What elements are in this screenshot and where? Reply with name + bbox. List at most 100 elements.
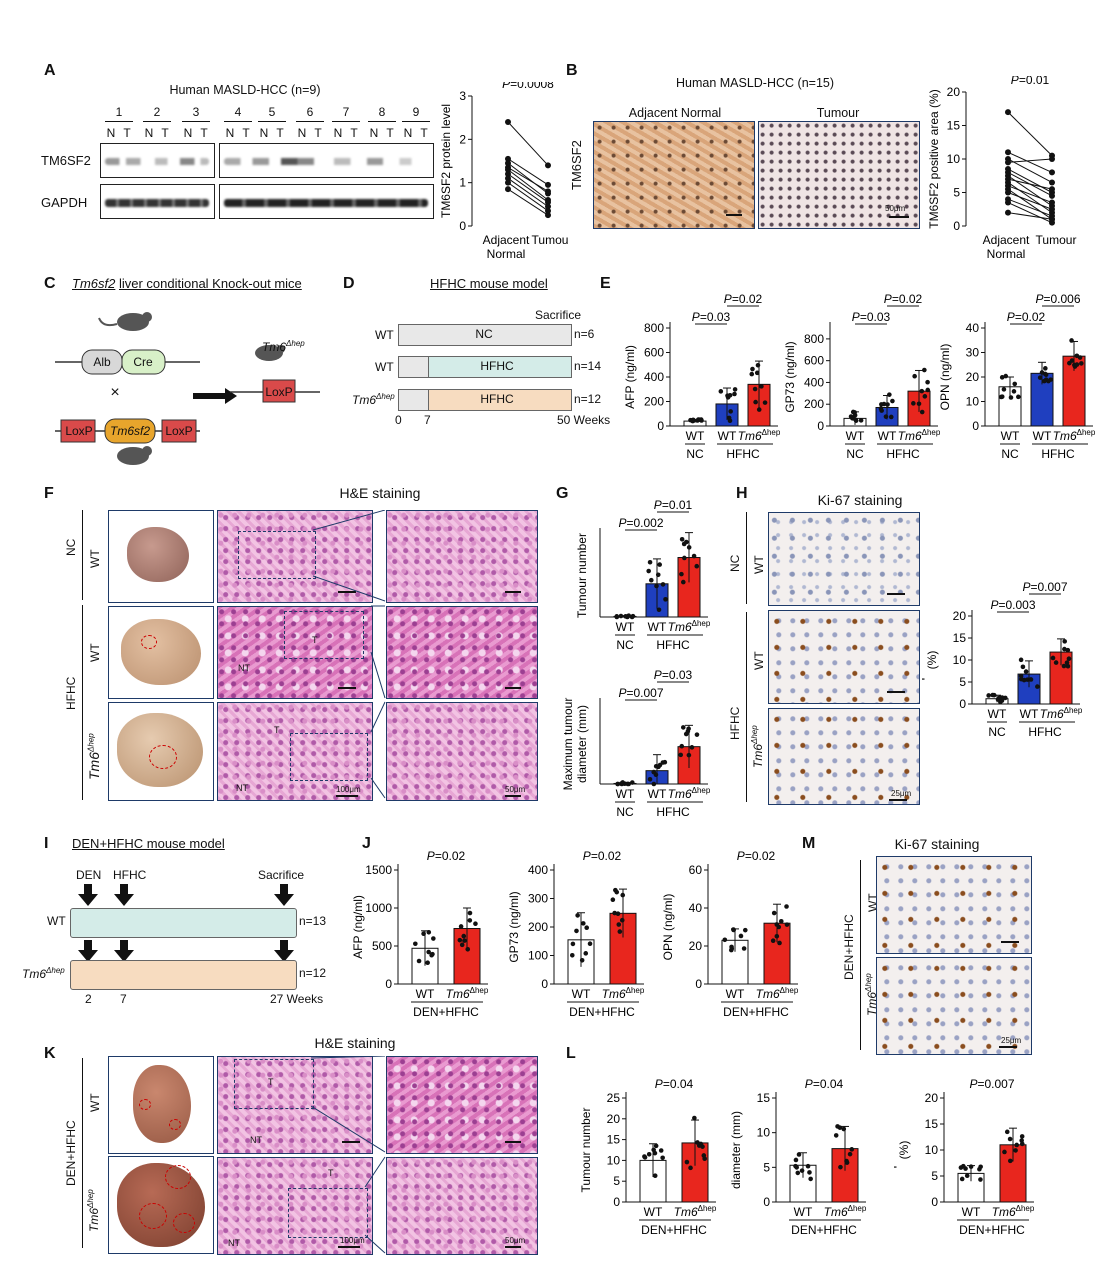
y-tick-label: 400 [528, 863, 548, 877]
panel-b-col-tumour: Tumour [816, 106, 860, 120]
data-point [545, 181, 551, 188]
d-row1-n: n=6 [574, 327, 595, 341]
data-point [505, 186, 511, 193]
panel-c-title: Tm6sf2 liver conditional Knock-out mice [72, 276, 302, 291]
paired-line [1007, 192, 1053, 210]
d-tick-7: 7 [424, 413, 431, 427]
data-point [1049, 169, 1055, 176]
d-row2-label: WT [375, 360, 394, 374]
tm6sf2-label: Tm6sf2 [109, 424, 151, 438]
data-point [431, 936, 436, 941]
paired-line [1007, 158, 1053, 183]
he-nt-label-2: NT [236, 783, 248, 793]
p-value: P=0.006 [1035, 292, 1080, 306]
data-point [686, 726, 691, 732]
lane-number: 7 [342, 105, 350, 119]
f-row-tm6: Tm6Δhep [86, 733, 102, 780]
data-point [505, 179, 511, 186]
data-point [1049, 192, 1055, 199]
d-row3-label-sup: Δhep [376, 392, 395, 401]
y-tick-label: 0 [931, 1195, 938, 1209]
y-axis-label: Maximum tumour [561, 698, 575, 791]
x-label-normal-2: Normal [987, 247, 1026, 261]
y-tick-label: 1000 [365, 901, 392, 915]
paired-line [1007, 212, 1053, 220]
group-label: HFHC [726, 447, 760, 461]
blot-tm6sf2-right [219, 143, 434, 178]
group-label: DEN+HFHC [791, 1223, 857, 1237]
data-point [858, 418, 864, 423]
data-point [793, 1157, 799, 1163]
data-point [610, 897, 616, 903]
data-point [679, 571, 684, 577]
data-point [849, 1147, 855, 1152]
panel-label-a: A [44, 62, 56, 79]
y-tick-label: 10 [953, 653, 967, 667]
data-point [545, 188, 551, 195]
data-point [731, 927, 736, 933]
data-point [759, 384, 764, 389]
data-point [1003, 373, 1009, 379]
i-row-tm6-bar [70, 960, 297, 990]
y-axis-label: Tumour number [575, 533, 589, 618]
p-value: P=0.03 [654, 668, 693, 682]
data-point [912, 373, 917, 379]
data-point [879, 408, 884, 413]
lane-number: 4 [234, 105, 242, 119]
data-point [1018, 673, 1024, 679]
d-row1-label: WT [375, 328, 394, 342]
data-point [425, 960, 430, 965]
data-point [778, 918, 784, 924]
panel-k-title: H&E staining [314, 1035, 396, 1051]
data-point [614, 614, 620, 620]
y-axis-label: GP73 (ng/ml) [507, 891, 521, 962]
y-axis-label: TM6SF2 positive area (%) [927, 89, 941, 228]
data-point [728, 409, 733, 414]
data-point [774, 933, 780, 939]
y-tick-label: 15 [925, 1117, 939, 1131]
x-tick-label: WT [988, 707, 1007, 721]
panel-f-title: H&E staining [339, 485, 421, 501]
data-point [545, 203, 551, 210]
h-row-wt-1: WT [752, 555, 766, 574]
data-point [691, 553, 697, 559]
data-point [793, 1163, 798, 1169]
data-point [750, 366, 755, 372]
data-point [752, 386, 758, 392]
data-point [619, 917, 625, 923]
y-axis-label: diameter (mm) [575, 705, 589, 783]
data-point [584, 925, 590, 931]
paired-line [1007, 111, 1053, 157]
lane-underline [258, 121, 286, 122]
data-point [465, 947, 471, 952]
y-axis-label: AFP (ng/ml) [623, 345, 637, 409]
panel-label-b: B [566, 62, 578, 79]
k-row-tm6-text: Tm6 [87, 1208, 101, 1232]
data-point [505, 160, 511, 167]
y-tick-label: 5 [613, 1174, 620, 1188]
he-tumour-label-2: T [274, 725, 280, 735]
p-value: P=0.04 [655, 1077, 694, 1091]
paired-line [1007, 151, 1053, 173]
data-point [1049, 179, 1055, 186]
p-value: P=0.02 [1007, 310, 1046, 324]
he-scale-2: 50μm [505, 785, 526, 794]
panel-i-arrows [78, 884, 294, 962]
data-point [1046, 378, 1051, 384]
k-tumour-label-1: T [268, 1077, 274, 1087]
scale-text: 50μm [885, 204, 906, 213]
data-point [925, 387, 931, 393]
data-point [1065, 663, 1071, 669]
paired-line [1007, 188, 1053, 220]
i-row-wt: WT [47, 914, 66, 928]
group-label: DEN+HFHC [413, 1005, 479, 1019]
data-point [718, 389, 724, 394]
h-row-tm6-sup: Δhep [750, 725, 759, 744]
x-tick-label: WT [648, 787, 667, 801]
event-hfhc: HFHC [113, 868, 147, 882]
y-tick-label: 10 [947, 152, 961, 166]
